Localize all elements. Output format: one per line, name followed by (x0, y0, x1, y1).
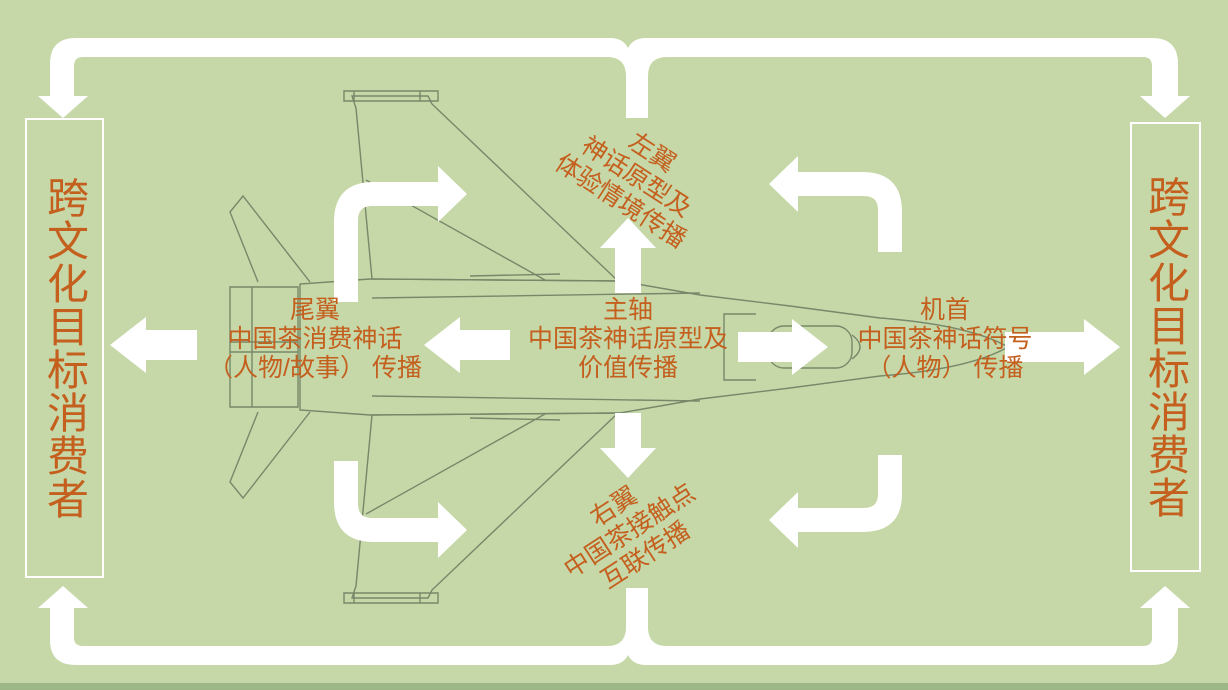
lower-tailplane (229, 411, 311, 500)
tail-line2: （人物/故事） 传播 (208, 354, 422, 382)
center-down-arrow (600, 413, 656, 478)
lower-wing (351, 412, 620, 599)
axis-line1: 中国茶神话原型及 (527, 325, 728, 353)
tail-title: 尾翼 (289, 296, 340, 324)
right-panel-label: 跨文化目标消费者 (1142, 175, 1190, 519)
nose-node: 机首 中国茶神话符号 （人物） 传播 (795, 296, 1095, 383)
engine-tail-block (229, 286, 299, 408)
left-panel-label: 跨文化目标消费者 (41, 176, 89, 520)
lower-wing-flap-line (365, 413, 546, 515)
windshield-line (851, 334, 861, 360)
center-up-arrow (600, 218, 656, 293)
forward-bracket (723, 313, 756, 381)
nose-to-right-panel-arrow (1005, 319, 1120, 375)
intake-line-lower (469, 417, 561, 421)
upper-left-bent-arrow (334, 166, 467, 302)
axis-title: 主轴 (602, 296, 653, 324)
nose-line2: （人物） 传播 (866, 354, 1024, 382)
tail-to-left-panel-arrow (110, 317, 197, 373)
spine-line-upper (371, 292, 701, 299)
axis-line2: 价值传播 (577, 354, 678, 382)
bottom-edge-strip (0, 683, 1228, 690)
lower-wingtip-rail (343, 592, 439, 604)
upper-wingtip-rail (343, 90, 439, 102)
upper-wing (351, 95, 620, 282)
axis-node: 主轴 中国茶神话原型及 价值传播 (483, 296, 773, 383)
axis-to-nose-arrow (738, 319, 828, 375)
nose-title: 机首 (919, 296, 970, 324)
axis-to-tail-arrow (424, 317, 510, 373)
top-frame-arrow (38, 38, 1190, 118)
right-consumer-panel: 跨文化目标消费者 (1130, 122, 1201, 572)
left-consumer-panel: 跨文化目标消费者 (25, 118, 104, 578)
upper-tailplane (229, 194, 311, 283)
nose-line1: 中国茶神话符号 (857, 325, 1033, 353)
bottom-frame-arrow (38, 586, 1190, 665)
tail-node: 尾翼 中国茶消费神话 （人物/故事） 传播 (170, 296, 460, 383)
fuselage-outline (299, 278, 1010, 416)
intake-line-upper (469, 273, 561, 277)
tail-line1: 中国茶消费神话 (227, 325, 403, 353)
upper-right-bent-arrow (769, 156, 902, 252)
lower-right-bent-arrow (769, 455, 902, 548)
spine-line-lower (371, 395, 701, 402)
lower-left-bent-arrow (334, 461, 467, 558)
